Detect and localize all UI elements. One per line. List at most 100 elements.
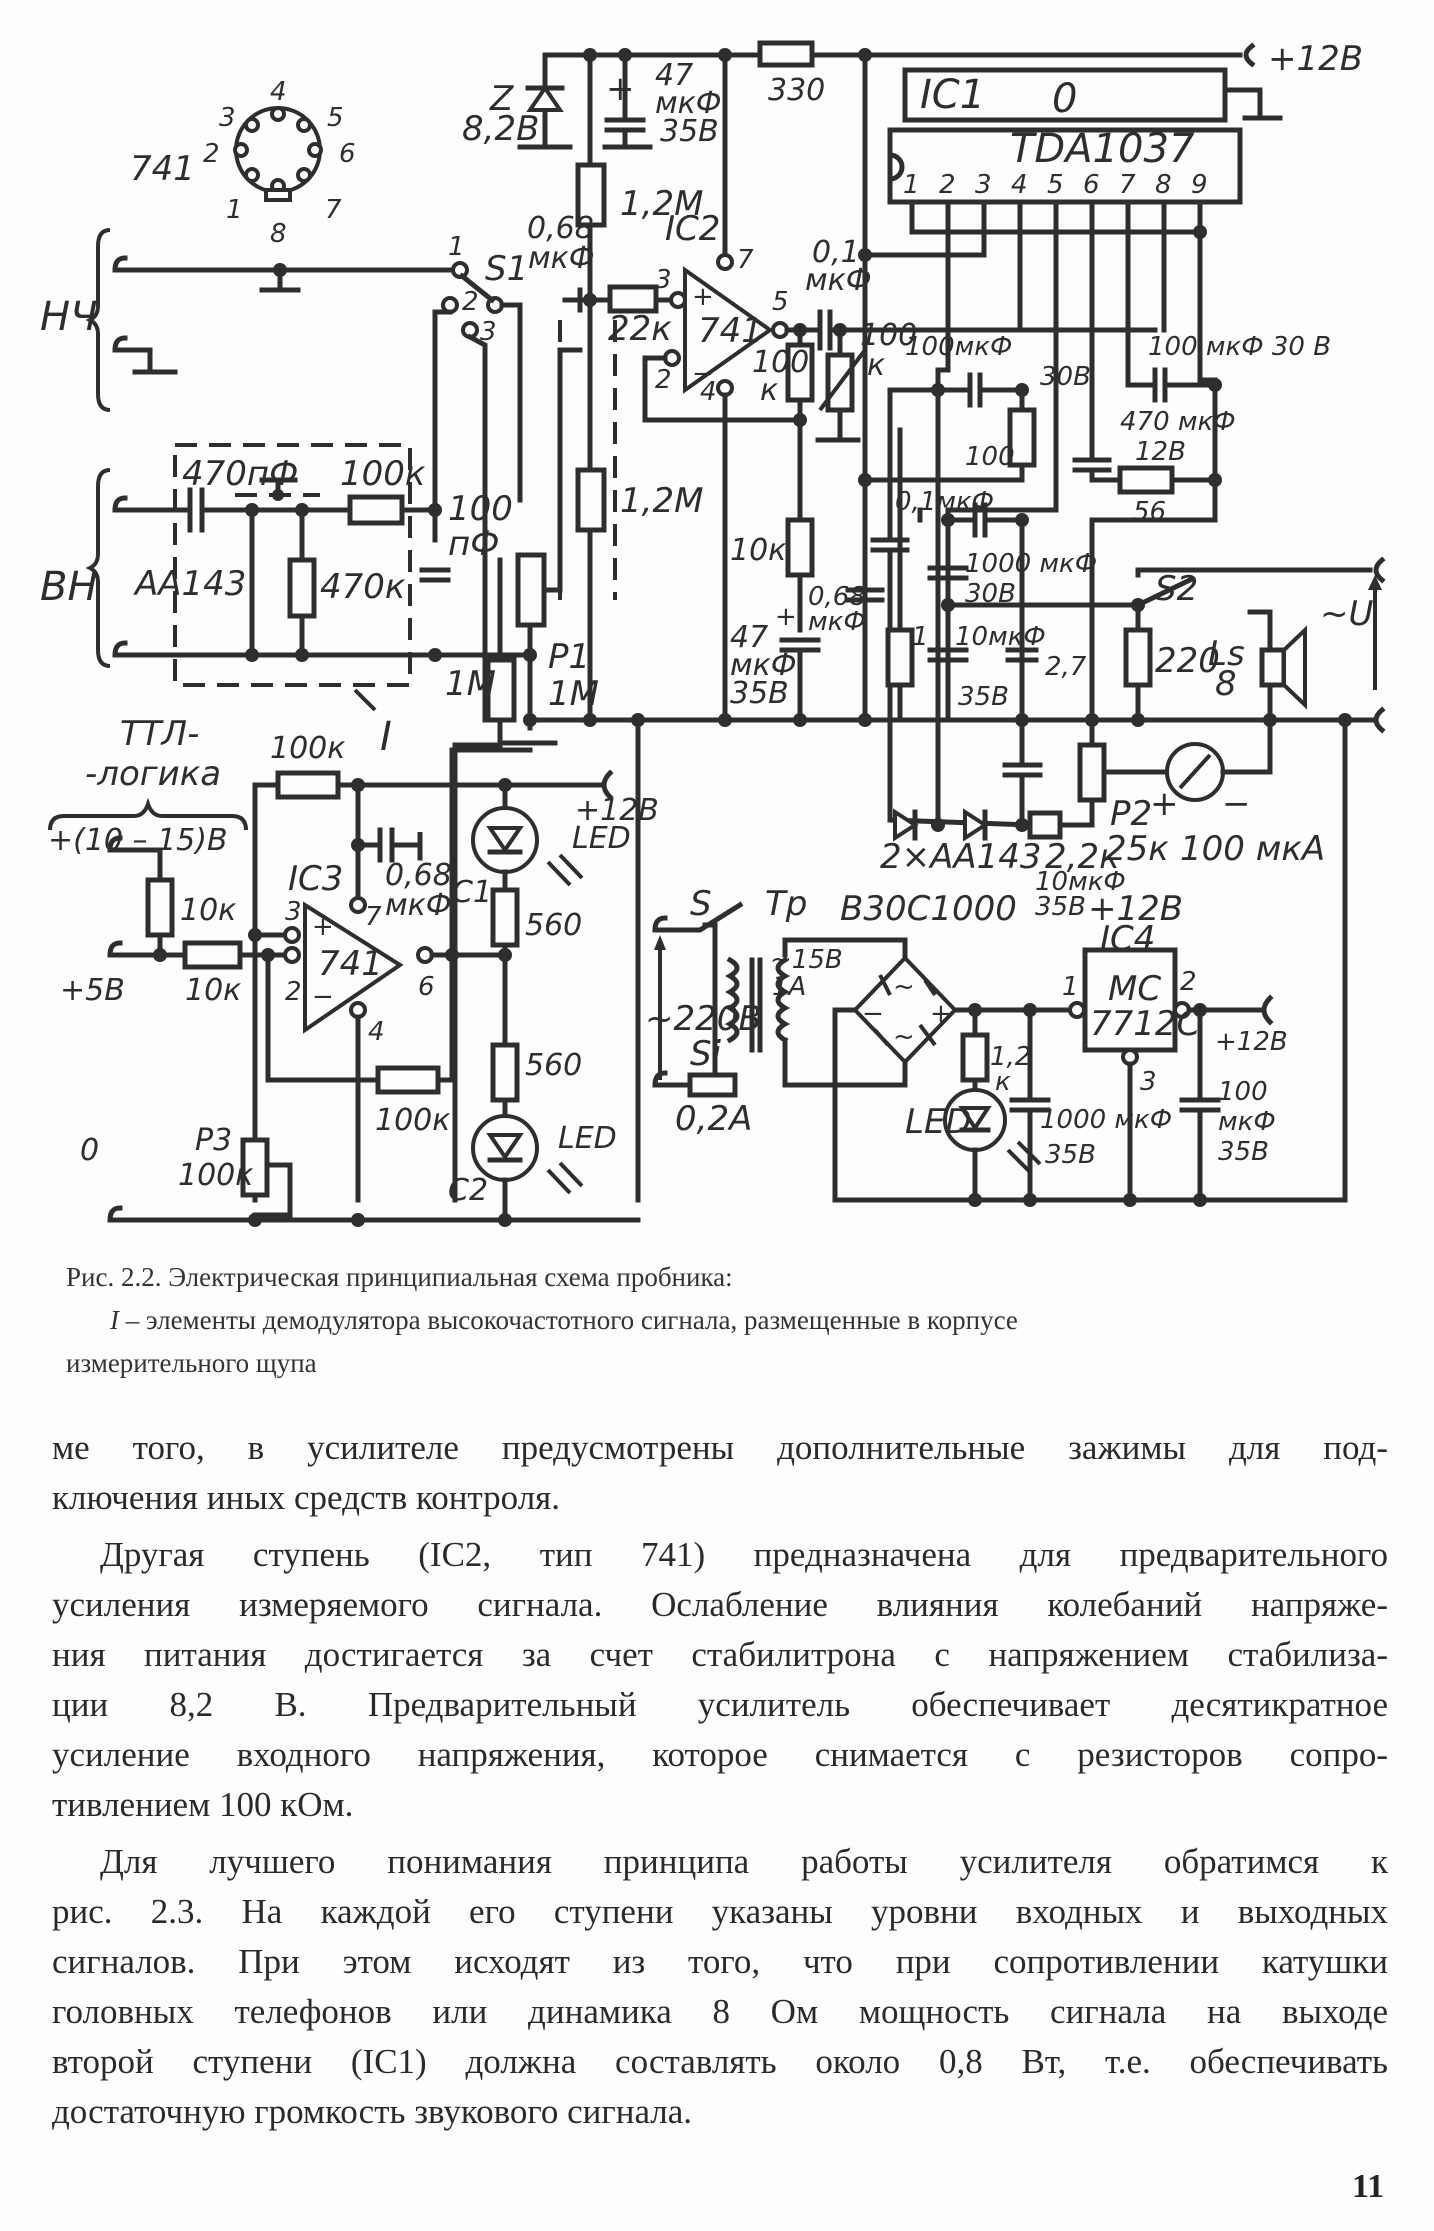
- capacitor-47uf-mid: [779, 52, 885, 723]
- svg-text:3: 3: [285, 897, 302, 927]
- svg-text:2: 2: [655, 365, 672, 395]
- zener-diode: [517, 57, 573, 150]
- svg-text:4: 4: [700, 377, 717, 407]
- svg-text:100к: 100к: [178, 1158, 253, 1193]
- svg-text:10мкФ: 10мкФ: [1035, 867, 1126, 897]
- svg-text:2,7: 2,7: [1045, 652, 1087, 682]
- svg-text:+12В: +12В: [1088, 889, 1183, 929]
- svg-text:+: +: [1150, 784, 1179, 824]
- svg-text:8: 8: [1215, 664, 1237, 704]
- body-line: достаточную громкость звукового сигнала.: [52, 2092, 693, 2131]
- figure-caption-note: I – элементы демодулятора высокочастотно…: [110, 1305, 1018, 1335]
- svg-text:Si: Si: [690, 1034, 722, 1074]
- body-line: усиление входного напряжения, которое сн…: [52, 1735, 1388, 1774]
- svg-text:+: +: [606, 69, 635, 109]
- svg-text:3: 3: [219, 103, 236, 133]
- svg-text:2,2к: 2,2к: [1045, 837, 1120, 877]
- svg-text:100мкФ: 100мкФ: [905, 332, 1012, 362]
- svg-text:100: 100: [1218, 1077, 1268, 1107]
- svg-text:100: 100: [448, 489, 513, 529]
- svg-text:АА143: АА143: [133, 564, 246, 604]
- svg-text:−: −: [1222, 784, 1251, 824]
- svg-text:2: 2: [939, 170, 956, 200]
- svg-text:560: 560: [525, 908, 582, 943]
- svg-text:22к: 22к: [608, 309, 672, 349]
- body-line: головных телефонов или динамика 8 Ом мощ…: [52, 1992, 1388, 2031]
- svg-text:2: 2: [203, 139, 220, 169]
- svg-text:LED: LED: [905, 1102, 972, 1142]
- svg-text:LED: LED: [572, 821, 631, 856]
- svg-text:35В: 35В: [730, 676, 789, 711]
- svg-text:470к: 470к: [320, 567, 406, 607]
- svg-text:7: 7: [325, 195, 342, 225]
- svg-text:0,1: 0,1: [812, 235, 860, 270]
- svg-text:к: к: [867, 348, 885, 383]
- svg-text:100: 100: [860, 318, 917, 353]
- svg-text:470пФ: 470пФ: [182, 454, 298, 494]
- svg-text:8: 8: [1155, 170, 1172, 200]
- svg-text:мкФ: мкФ: [805, 263, 872, 298]
- svg-text:0: 0: [80, 1133, 99, 1168]
- svg-text:+5В: +5В: [60, 973, 125, 1008]
- body-line: тивлением 100 кОм.: [52, 1785, 354, 1824]
- figure-caption-title: Рис. 2.2. Электрическая принципиальная с…: [66, 1262, 733, 1292]
- svg-text:10к: 10к: [730, 533, 786, 568]
- svg-text:5: 5: [327, 103, 344, 133]
- power-supply: [652, 901, 1348, 1207]
- body-line: ции 8,2 В. Предварительный усилитель обе…: [52, 1685, 1388, 1724]
- svg-text:1: 1: [226, 195, 243, 225]
- svg-text:1,2: 1,2: [990, 1042, 1031, 1072]
- svg-text:1М: 1М: [445, 664, 496, 704]
- switch-s1[interactable]: [432, 261, 523, 723]
- cap-47uf-unit: мкФ: [655, 86, 722, 121]
- svg-text:10к: 10к: [185, 973, 241, 1008]
- svg-text:100: 100: [965, 442, 1015, 472]
- svg-text:100 мкА: 100 мкА: [1180, 829, 1325, 869]
- svg-text:LED: LED: [558, 1121, 617, 1156]
- svg-text:~: ~: [893, 972, 915, 1002]
- resistor-1m-lower: [452, 557, 558, 1203]
- page-number: 11: [1352, 2168, 1385, 2205]
- svg-text:~15В: ~15В: [770, 945, 843, 975]
- svg-text:1: 1: [912, 622, 929, 652]
- svg-text:0,68: 0,68: [385, 858, 452, 893]
- cap-47uf-voltage: 35В: [660, 114, 719, 149]
- svg-text:1000 мкФ: 1000 мкФ: [1040, 1105, 1172, 1135]
- svg-text:1,2М: 1,2М: [620, 184, 703, 224]
- output-network: [858, 327, 1386, 823]
- ic3-part: 741: [318, 944, 383, 984]
- probe-marker: I: [380, 714, 392, 760]
- lf-input-label: НЧ: [40, 294, 98, 340]
- svg-text:+: +: [692, 282, 714, 312]
- output-u-label: ~U: [1320, 594, 1373, 634]
- svg-text:~220В: ~220В: [645, 999, 762, 1039]
- svg-text:2: 2: [1180, 967, 1197, 997]
- svg-text:7: 7: [1119, 170, 1136, 200]
- svg-text:Ls: Ls: [1208, 634, 1245, 674]
- svg-text:3: 3: [655, 265, 672, 295]
- svg-text:35В: 35В: [1218, 1137, 1269, 1167]
- meter-circuit: [887, 717, 1273, 842]
- svg-text:мкФ: мкФ: [730, 648, 797, 683]
- svg-text:+(10 – 15)В: +(10 – 15)В: [48, 823, 228, 858]
- svg-text:30В: 30В: [1040, 362, 1091, 392]
- svg-text:35В: 35В: [958, 682, 1009, 712]
- circuit-schematic: +12В 330 Z 8,2В + 47 мкФ 35В 741 1 2 3 4…: [40, 39, 1386, 1227]
- ic2-opamp: [642, 52, 1158, 723]
- zener-value: 8,2В: [462, 109, 539, 149]
- svg-text:30В: 30В: [965, 579, 1016, 609]
- svg-text:+: +: [775, 602, 797, 632]
- ic2-name: IC2: [665, 209, 720, 249]
- svg-text:мкФ: мкФ: [385, 888, 452, 923]
- body-line: сигналов. При этом исходят из того, что …: [52, 1942, 1388, 1981]
- svg-text:4: 4: [368, 1017, 385, 1047]
- svg-text:1: 1: [903, 170, 920, 200]
- supply-label: +12В: [1268, 39, 1363, 79]
- ic3-name: IC3: [288, 859, 343, 899]
- svg-text:10к: 10к: [180, 893, 236, 928]
- svg-text:100к: 100к: [375, 1103, 450, 1138]
- body-line: Другая ступень (IC2, тип 741) предназнач…: [100, 1535, 1388, 1574]
- svg-text:0,68: 0,68: [808, 582, 866, 612]
- svg-text:P2: P2: [1110, 794, 1152, 834]
- cap-47uf-value: 47: [655, 58, 693, 93]
